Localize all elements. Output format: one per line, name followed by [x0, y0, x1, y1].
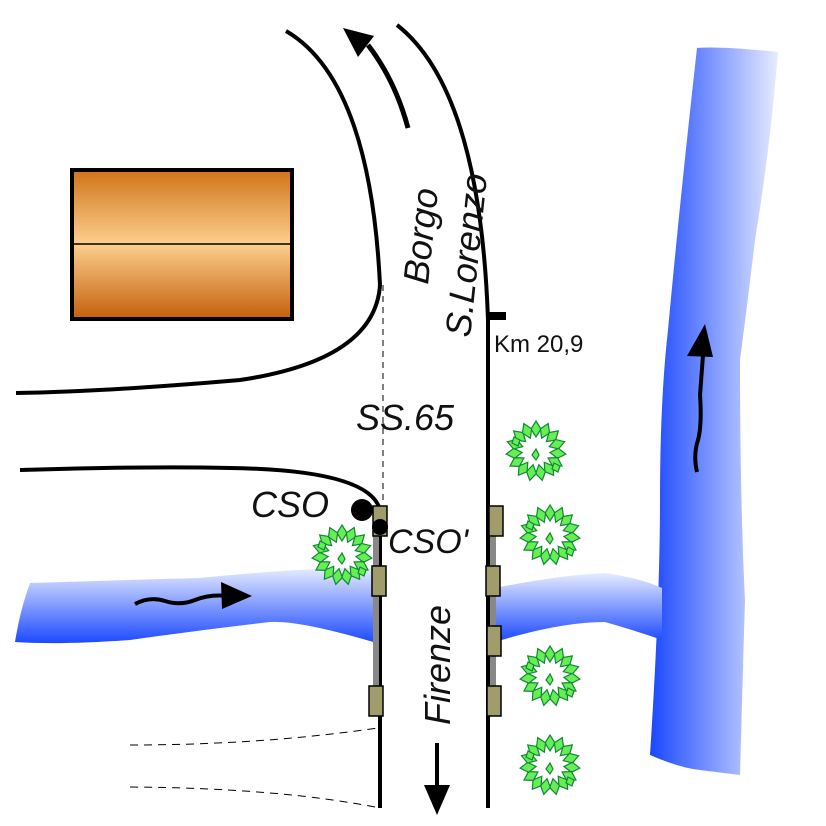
bridge-right — [485, 505, 504, 717]
road-edge-left-upper — [15, 29, 383, 395]
building — [70, 168, 294, 321]
cso-prime-point — [372, 519, 388, 535]
creek — [15, 568, 380, 644]
tree-icon — [505, 420, 567, 482]
creek-flow-arrow-icon — [134, 582, 252, 609]
label-firenze: Firenze — [417, 605, 458, 725]
arrow-north-icon — [343, 28, 411, 129]
tree-icon — [519, 734, 581, 796]
arrow-south-icon — [424, 743, 450, 815]
river-flow-arrow-icon — [687, 324, 713, 473]
road-edge-right — [395, 23, 490, 808]
km-marker — [488, 312, 506, 320]
label-cso-prime: CSO' — [388, 523, 470, 561]
road-edges — [15, 23, 490, 808]
tree-icon — [519, 645, 581, 707]
label-road: SS.65 — [356, 397, 455, 438]
side-path-upper — [129, 727, 379, 746]
side-path-lower — [129, 786, 381, 809]
river — [650, 47, 778, 775]
road-edge-left-lower — [19, 465, 382, 808]
cso-point — [351, 499, 373, 521]
label-km: Km 20,9 — [494, 331, 583, 358]
tree-icon — [519, 504, 581, 566]
creek-right — [495, 573, 662, 642]
label-cso: CSO — [251, 484, 329, 525]
label-borgo: Borgo — [395, 186, 446, 286]
